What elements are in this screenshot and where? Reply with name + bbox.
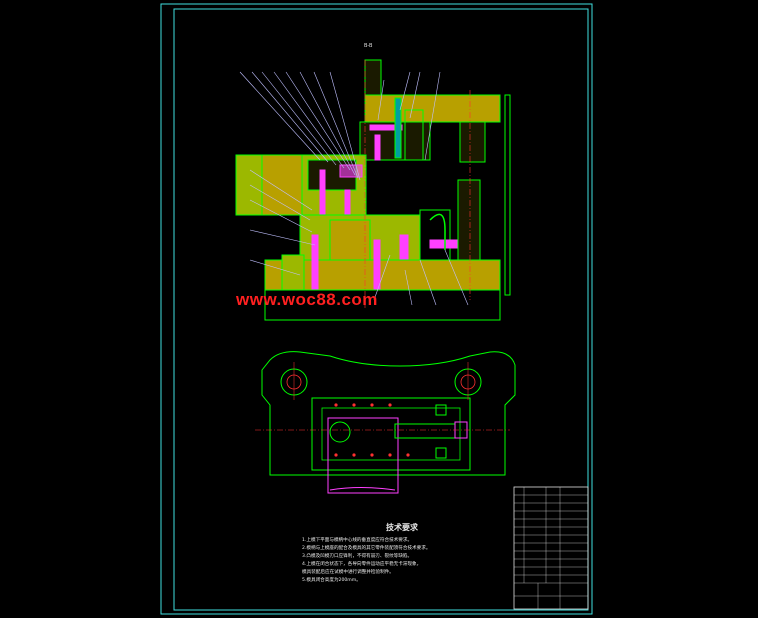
note-line: 3.凸模及凹模刃口应锋利，不得有崩刃、裂纹等缺陷。 [302,554,413,559]
watermark: www.woc88.com [236,290,378,309]
strip-outline [327,417,399,494]
note-line: 模具装配后应在试模中进行调整并检验制件。 [302,570,394,575]
note-line: 5.模具闭合高度为200mm。 [302,578,361,583]
note-line: 2.模柄与上模座的配合及模具的其它零件装配须符合技术要求。 [302,546,431,551]
note-line: 4.上模在闭合状态下，各导向零件运动应平稳无卡滞现象， [302,562,422,567]
plan-view [255,351,516,494]
title-block [513,486,589,610]
section-view [235,59,511,321]
plan-outline [261,351,516,476]
notes-title: 技术要求 [386,523,418,532]
upper-die-plate [364,94,501,123]
outer-frame [160,3,593,615]
inner-frame [173,8,589,611]
section-label: B-B [364,43,373,49]
note-line: 1.上模下平面与模柄中心线的垂直度应符合技术要求。 [302,538,413,543]
technical-requirements: 技术要求 1.上模下平面与模柄中心线的垂直度应符合技术要求。 2.模柄与上模座的… [302,522,502,585]
